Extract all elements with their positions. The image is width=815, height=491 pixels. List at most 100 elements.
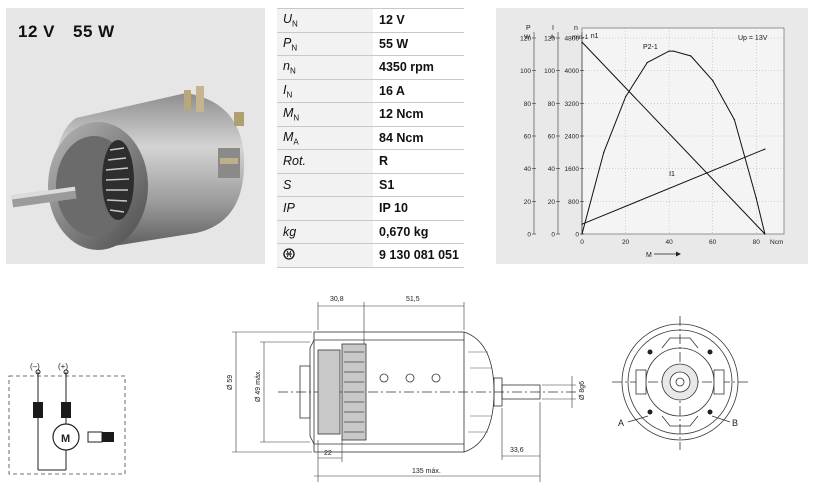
motor-symbol-label: M	[61, 433, 70, 445]
spec-symbol: IN	[277, 79, 373, 103]
spec-row: 9 130 081 051	[277, 243, 464, 268]
spec-symbol	[277, 243, 373, 268]
axis-tick-label: 0	[527, 232, 531, 239]
spec-symbol-text: U	[283, 12, 293, 26]
axis-unit-P: W	[524, 34, 531, 41]
spec-value: 9 130 081 051	[373, 243, 464, 268]
series-label-I1: I1	[669, 171, 675, 178]
power-label: 55 W	[72, 22, 115, 41]
axis-tick-label: 100	[544, 68, 555, 75]
spec-symbol: Rot.	[277, 149, 373, 174]
axis-tick-label: 3200	[565, 101, 580, 108]
series-point-P2-1	[690, 55, 692, 57]
spec-symbol: UN	[277, 8, 373, 33]
series-point-P2-1	[733, 119, 736, 121]
terminal-b-label: B	[732, 418, 738, 428]
axis-name-n: n	[574, 25, 578, 32]
axis-tick-label: 80	[524, 101, 532, 108]
spec-symbol: MN	[277, 102, 373, 127]
spec-symbol: S	[277, 173, 373, 197]
series-line-I1	[581, 148, 766, 225]
x-axis-arrowhead	[676, 251, 681, 257]
spec-symbol-text: Rot.	[283, 154, 306, 169]
spec-symbol-text: P	[283, 35, 292, 50]
spec-value: 16 A	[373, 79, 464, 103]
series-point-n1	[581, 41, 583, 43]
spec-symbol-subscript: N	[286, 90, 293, 99]
axis-tick-label: 120	[520, 36, 531, 43]
axis-unit-I: A	[550, 34, 555, 41]
spec-symbol-text: IP	[283, 201, 295, 216]
performance-chart: PW 0 20 40 60 80 100 120 IA 0 20 40 60 80 100 120 n min-1…	[520, 25, 785, 259]
dim-diameter-59: Ø 59	[227, 375, 234, 390]
spec-value: 12 V	[373, 8, 464, 33]
x-tick-label: 0	[580, 239, 584, 246]
dim-diameter-49: Ø 49 máx.	[255, 370, 262, 402]
spec-symbol-text: kg	[283, 224, 297, 239]
spec-symbol-subscript: A	[293, 137, 299, 146]
series-point-I1	[764, 148, 766, 150]
chart-note: Up = 13V	[738, 35, 768, 42]
motor-symbol	[52, 423, 80, 451]
axis-tick-label: 1600	[565, 166, 580, 173]
spec-value: R	[373, 149, 464, 174]
dim-33-6: 33,6	[510, 447, 524, 454]
series-line-n1	[581, 41, 766, 235]
terminal-plus-label: (+)	[58, 362, 68, 371]
axis-tick-label: 0	[551, 232, 555, 239]
axis-tick-label: 100	[520, 68, 531, 75]
bosch-logo-icon	[283, 248, 295, 260]
axis-tick-label: 4800	[565, 36, 580, 43]
axis-tick-label: 4000	[565, 68, 580, 75]
spec-value: IP 10	[373, 196, 464, 221]
axis-tick-label: 800	[568, 199, 579, 206]
axis-tick-label: 20	[548, 199, 556, 206]
axis-tick-label: 120	[544, 36, 555, 43]
series-point-P2-1	[624, 96, 627, 98]
spec-symbol-text: n	[283, 59, 290, 73]
dim-shaft-8g6: Ø 8g6	[579, 381, 586, 400]
axis-tick-label: 40	[548, 166, 556, 173]
series-point-P2-1	[712, 79, 714, 82]
axis-tick-label: 2400	[565, 134, 580, 141]
series-label-n1: n1	[591, 33, 599, 40]
x-tick-label: 40	[665, 239, 673, 246]
dim-30-8: 30,8	[330, 296, 344, 303]
x-axis-label: M	[646, 252, 652, 259]
x-tick-label: 60	[709, 239, 717, 246]
axis-name-P: P	[526, 25, 531, 32]
series-label-P2-1: P2-1	[643, 44, 658, 51]
spec-row: Rot. R	[277, 149, 464, 174]
spec-symbol-text: M	[283, 129, 294, 144]
spec-symbol-text: M	[283, 106, 294, 120]
spec-symbol-text: S	[283, 177, 292, 192]
spec-symbol-subscript: N	[291, 43, 298, 52]
series-point-P2-1	[764, 233, 766, 235]
series-point-P2-1	[603, 151, 605, 153]
spec-symbol-subscript: N	[293, 113, 300, 123]
axis-tick-label: 20	[524, 199, 532, 206]
circuit-diagram: (–) (+) M	[8, 362, 126, 475]
spec-value: 4350 rpm	[373, 55, 464, 80]
axis-tick-label: 80	[548, 101, 556, 108]
spec-value: 12 Ncm	[373, 102, 464, 127]
spec-symbol-subscript: N	[292, 19, 298, 29]
side-view-drawing: 30,8 51,5 Ø 59 Ø 49 máx. Ø 8g6 22 33,6 1…	[227, 296, 586, 482]
series-point-P2-1	[581, 233, 583, 235]
axis-name-I: I	[552, 25, 554, 32]
axis-tick-label: 40	[524, 166, 532, 173]
series-point-P2-1	[672, 50, 675, 52]
plot-area	[581, 27, 785, 235]
spec-symbol: MA	[277, 126, 373, 150]
spec-value: 84 Ncm	[373, 126, 464, 150]
spec-symbol: kg	[277, 220, 373, 244]
axis-tick-label: 60	[548, 134, 556, 141]
series-point-P2-1	[755, 197, 757, 199]
axis-unit-n: min-1	[572, 34, 589, 41]
